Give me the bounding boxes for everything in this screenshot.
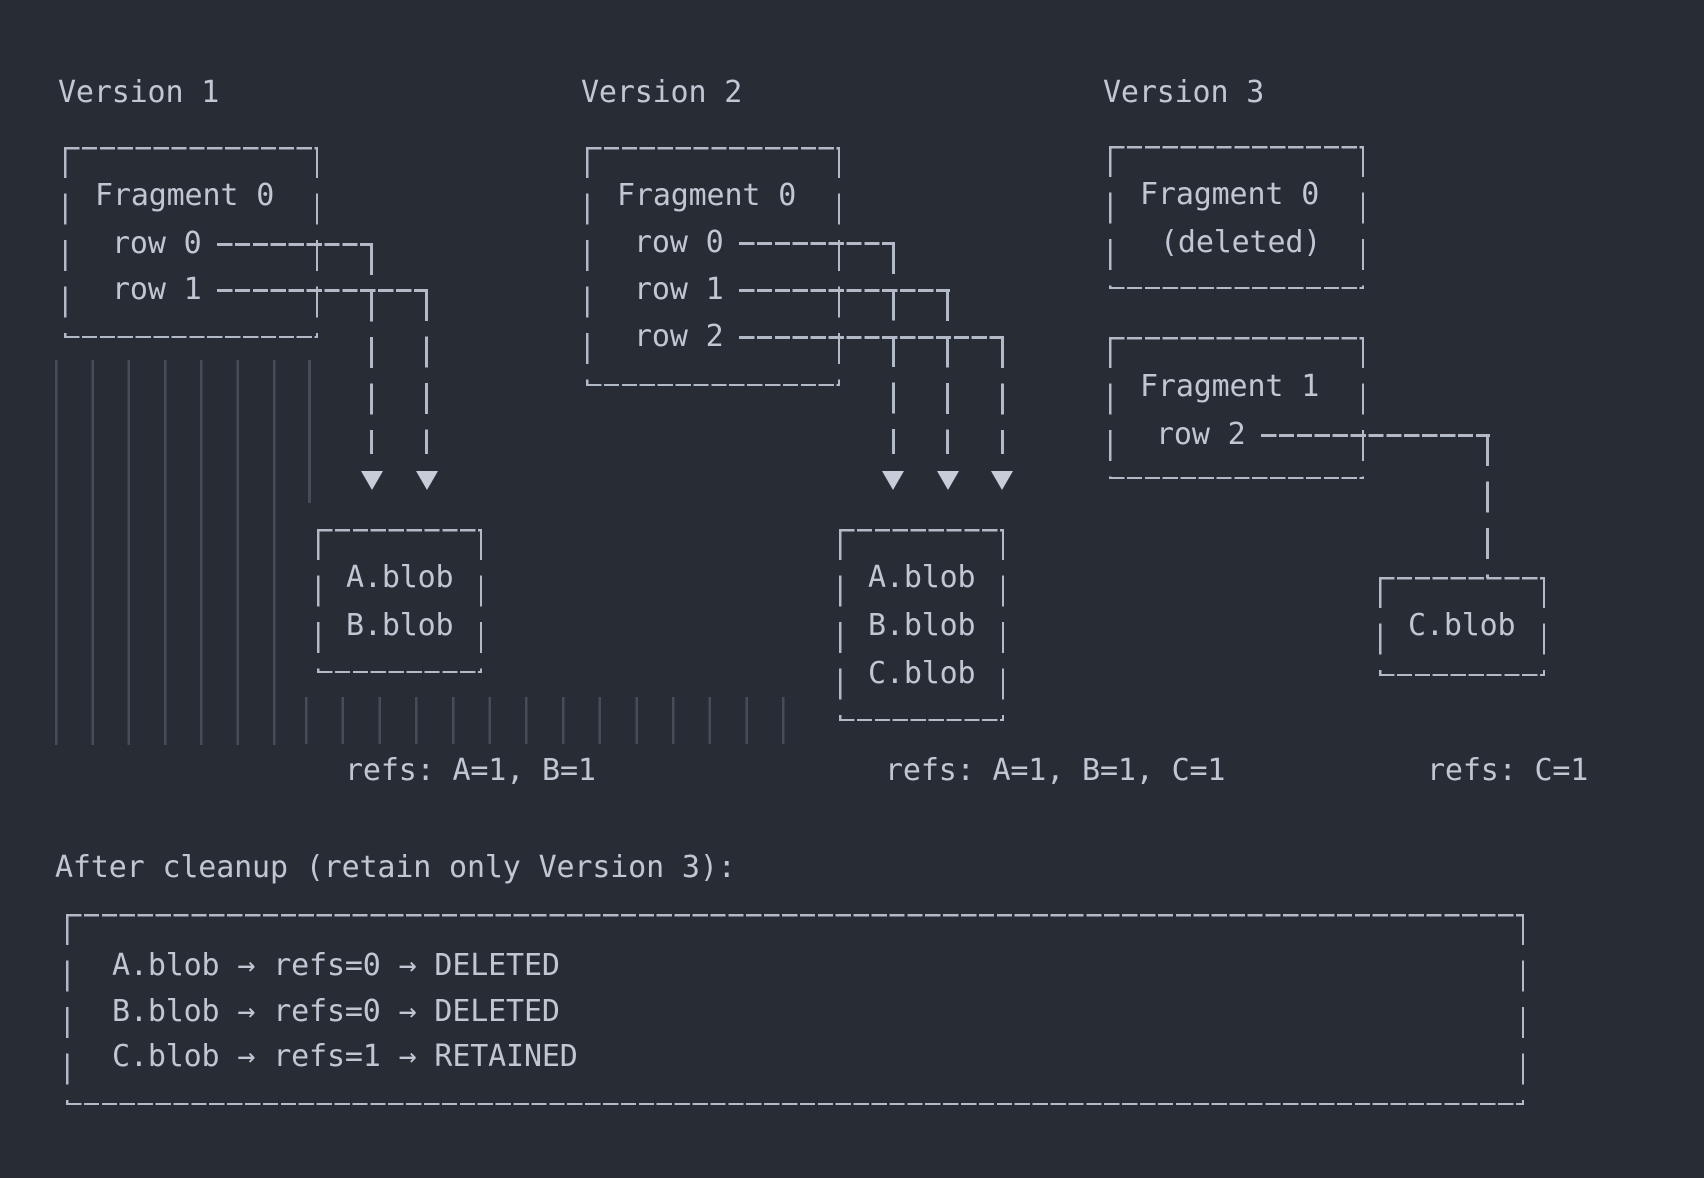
version-2-row-1-connector bbox=[739, 289, 950, 292]
version-3-refs: refs: C=1 bbox=[1427, 753, 1589, 788]
version-1-fragment-0-box bbox=[64, 147, 318, 338]
version-2-arrowhead-b bbox=[937, 471, 959, 490]
version-3-blob-box bbox=[1379, 577, 1545, 676]
version-2-drop-line-b bbox=[946, 290, 949, 454]
version-1-blob-b: B.blob bbox=[346, 608, 454, 643]
version-1-row-0-label: row 0 bbox=[112, 226, 202, 261]
version-1-arrowhead-a bbox=[361, 471, 383, 490]
version-3-fragment-0-box bbox=[1109, 146, 1364, 289]
version-2-drop-line-c bbox=[1001, 337, 1004, 454]
version-3-title: Version 3 bbox=[1103, 75, 1265, 110]
version-1-drop-line-a bbox=[370, 244, 373, 454]
version-3-fragment-1-name: Fragment 1 bbox=[1140, 369, 1320, 404]
version-2-title: Version 2 bbox=[581, 75, 743, 110]
version-2-arrowhead-a bbox=[882, 471, 904, 490]
version-3-fragment-0-note: (deleted) bbox=[1160, 225, 1322, 260]
version-1-blob-box bbox=[317, 529, 482, 673]
version-2-drop-line-a bbox=[892, 243, 895, 454]
faint-tick-columns-left bbox=[55, 360, 277, 745]
version-1-row-1-label: row 1 bbox=[112, 272, 202, 307]
cleanup-heading: After cleanup (retain only Version 3): bbox=[55, 850, 736, 885]
version-1-fragment-0-name: Fragment 0 bbox=[95, 178, 275, 213]
cleanup-line-a: A.blob → refs=0 → DELETED bbox=[112, 948, 560, 983]
version-2-blob-c: C.blob bbox=[868, 656, 976, 691]
version-1-blob-a: A.blob bbox=[346, 560, 454, 595]
version-2-blob-b: B.blob bbox=[868, 608, 976, 643]
version-2-row-2-label: row 2 bbox=[634, 319, 724, 354]
cleanup-box bbox=[66, 914, 1524, 1105]
version-2-blob-box bbox=[839, 529, 1004, 721]
version-2-row-1-label: row 1 bbox=[634, 272, 724, 307]
version-2-fragment-0-box bbox=[586, 147, 840, 386]
version-3-row-2-label: row 2 bbox=[1156, 417, 1246, 452]
version-2-blob-a: A.blob bbox=[868, 560, 976, 595]
faint-tick-row-bottom bbox=[305, 697, 787, 744]
cleanup-line-b: B.blob → refs=0 → DELETED bbox=[112, 994, 560, 1029]
version-3-fragment-1-box bbox=[1109, 337, 1364, 479]
version-2-arrowhead-c bbox=[991, 471, 1013, 490]
version-2-row-2-connector bbox=[739, 336, 1004, 339]
version-1-row-1-connector bbox=[217, 289, 428, 292]
faint-tick-column-short bbox=[308, 360, 311, 503]
version-3-drop-line-c bbox=[1486, 435, 1489, 578]
version-1-arrowhead-b bbox=[416, 471, 438, 490]
version-1-title: Version 1 bbox=[58, 75, 220, 110]
version-3-row-2-connector bbox=[1261, 434, 1490, 437]
version-1-drop-line-b bbox=[425, 290, 428, 454]
version-1-row-0-connector bbox=[217, 243, 373, 246]
cleanup-line-c: C.blob → refs=1 → RETAINED bbox=[112, 1039, 578, 1074]
version-2-row-0-label: row 0 bbox=[634, 225, 724, 260]
version-1-refs: refs: A=1, B=1 bbox=[345, 753, 596, 788]
version-2-fragment-0-name: Fragment 0 bbox=[617, 178, 797, 213]
version-3-fragment-0-name: Fragment 0 bbox=[1140, 177, 1320, 212]
version-3-blob-c: C.blob bbox=[1408, 608, 1516, 643]
version-2-row-0-connector bbox=[739, 242, 895, 245]
version-2-refs: refs: A=1, B=1, C=1 bbox=[885, 753, 1226, 788]
